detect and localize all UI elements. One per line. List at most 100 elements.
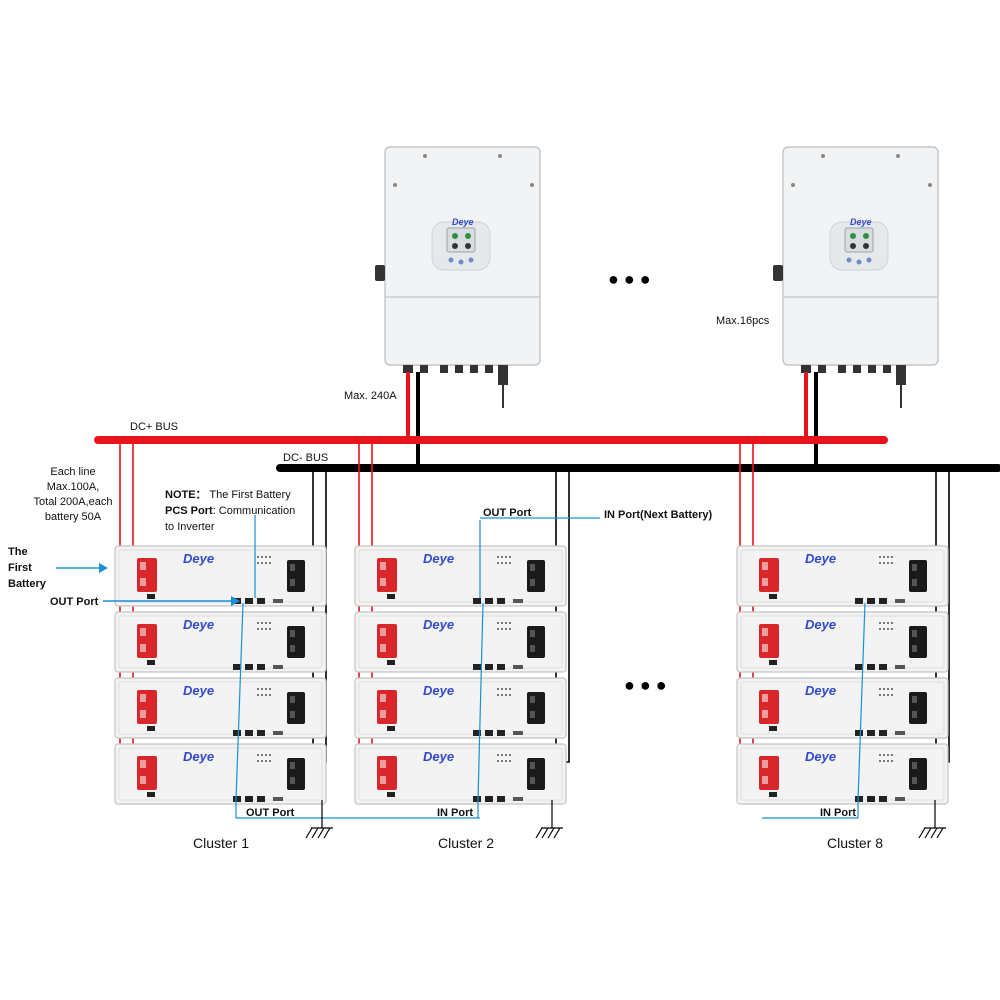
battery-module: Deye xyxy=(736,677,949,739)
battery-brand: Deye xyxy=(423,749,454,764)
inverter-2-brand: Deye xyxy=(850,217,872,227)
comm-port-group xyxy=(855,796,905,802)
comm-port-group xyxy=(473,664,523,670)
battery-module: Deye xyxy=(114,611,327,673)
battery-brand: Deye xyxy=(805,749,836,764)
out-port-arrow xyxy=(103,596,240,606)
cluster-ellipsis: ● ● ● xyxy=(624,675,667,695)
line-note-3: Total 200A,each xyxy=(34,496,113,508)
negative-terminal xyxy=(287,758,305,790)
cluster-2-label: Cluster 2 xyxy=(438,835,494,851)
ground-symbol xyxy=(305,800,333,839)
comm-port-group xyxy=(473,598,523,604)
positive-terminal xyxy=(137,756,157,790)
pcs-text: : Communication xyxy=(213,505,296,517)
inverter-ellipsis: ● ● ● xyxy=(608,269,651,289)
negative-terminal xyxy=(909,758,927,790)
positive-terminal xyxy=(759,756,779,790)
negative-terminal xyxy=(909,692,927,724)
out-port-label-cluster2: OUT Port xyxy=(483,507,532,519)
pcs-key: PCS Port xyxy=(165,505,213,517)
battery-clusters: DeyeDeyeDeyeDeyeDeyeDeyeDeyeDeyeDeyeDeye… xyxy=(114,545,949,805)
negative-terminal xyxy=(909,560,927,592)
battery-brand: Deye xyxy=(423,617,454,632)
out-port-label-first: OUT Port xyxy=(50,596,99,608)
cluster-1-label: Cluster 1 xyxy=(193,835,249,851)
battery-module: Deye xyxy=(114,545,327,607)
positive-terminal xyxy=(759,690,779,724)
line-note-2: Max.100A, xyxy=(47,481,100,493)
dc-plus-label: DC+ BUS xyxy=(130,421,178,433)
positive-terminal xyxy=(137,690,157,724)
pcs-text-2: to Inverter xyxy=(165,521,215,533)
comm-port-group xyxy=(233,664,283,670)
battery-brand: Deye xyxy=(805,683,836,698)
first-battery-arrow xyxy=(56,563,108,573)
note-line: NOTE： The First Battery xyxy=(165,489,291,501)
positive-terminal xyxy=(377,756,397,790)
battery-module: Deye xyxy=(736,611,949,673)
battery-brand: Deye xyxy=(805,617,836,632)
line-note-4: battery 50A xyxy=(45,511,102,523)
inverter-2: Deye xyxy=(773,146,939,408)
negative-terminal xyxy=(527,626,545,658)
line-note-1: Each line xyxy=(50,466,95,478)
negative-terminal xyxy=(287,626,305,658)
out-port-label-cluster1-bottom: OUT Port xyxy=(246,807,295,819)
battery-brand: Deye xyxy=(183,551,214,566)
cluster-8-label: Cluster 8 xyxy=(827,835,883,851)
ground-symbol xyxy=(918,800,946,839)
ground-symbol xyxy=(535,800,563,839)
max-inverters-label: Max.16pcs xyxy=(716,315,770,327)
positive-terminal xyxy=(377,690,397,724)
first-battery-label-3: Battery xyxy=(8,578,47,590)
battery-module: Deye xyxy=(354,545,567,607)
comm-port-group xyxy=(233,730,283,736)
inverter-2-bottom-connectors xyxy=(801,365,906,408)
note-text: The First Battery xyxy=(207,489,292,501)
battery-module: Deye xyxy=(354,677,567,739)
communication-lines xyxy=(235,515,866,819)
positive-terminal xyxy=(759,558,779,592)
dc-minus-label: DC- BUS xyxy=(283,452,328,464)
negative-terminal xyxy=(287,692,305,724)
negative-terminal xyxy=(287,560,305,592)
in-port-label-cluster2: IN Port xyxy=(437,807,473,819)
comm-port-group xyxy=(855,598,905,604)
in-port-next-label: IN Port(Next Battery) xyxy=(604,509,713,521)
first-battery-label-2: First xyxy=(8,562,32,574)
battery-brand: Deye xyxy=(183,683,214,698)
first-battery-label-1: The xyxy=(8,546,28,558)
battery-brand: Deye xyxy=(423,551,454,566)
battery-brand: Deye xyxy=(183,617,214,632)
battery-module: Deye xyxy=(736,545,949,607)
positive-terminal xyxy=(377,558,397,592)
battery-brand: Deye xyxy=(183,749,214,764)
negative-terminal xyxy=(527,758,545,790)
pcs-port-line: PCS Port: Communication xyxy=(165,505,295,517)
battery-brand: Deye xyxy=(423,683,454,698)
positive-terminal xyxy=(137,624,157,658)
battery-module: Deye xyxy=(736,743,949,805)
inverter-dc-cables xyxy=(406,372,818,468)
comm-port-group xyxy=(473,796,523,802)
battery-module: Deye xyxy=(354,743,567,805)
positive-terminal xyxy=(759,624,779,658)
inverter-1-brand: Deye xyxy=(452,217,474,227)
comm-port-group xyxy=(473,730,523,736)
in-port-label-cluster8: IN Port xyxy=(820,807,856,819)
negative-terminal xyxy=(527,692,545,724)
inverter-1-bottom-connectors xyxy=(403,365,508,408)
battery-module: Deye xyxy=(114,677,327,739)
positive-terminal xyxy=(377,624,397,658)
battery-module: Deye xyxy=(114,743,327,805)
max-current-label: Max. 240A xyxy=(344,390,397,402)
note-key: NOTE： xyxy=(165,489,207,501)
battery-brand: Deye xyxy=(805,551,836,566)
comm-port-group xyxy=(855,730,905,736)
battery-module: Deye xyxy=(354,611,567,673)
